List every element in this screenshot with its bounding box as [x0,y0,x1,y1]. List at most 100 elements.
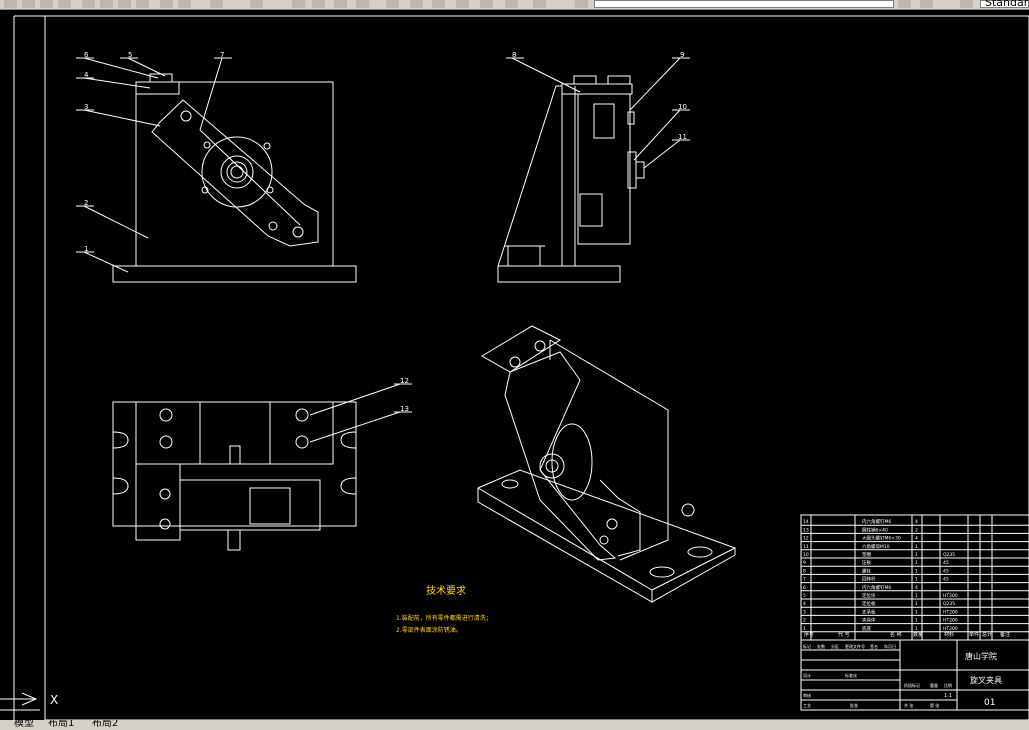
tb-label-count: 处数 [817,643,825,649]
bom-cell: 底座 [862,625,871,632]
toolbar-icon-20[interactable] [456,0,469,8]
tab-model[interactable]: 模型 [14,720,34,729]
bom-cell: 1 [915,626,918,632]
tb-label-weight: 重量 [930,682,938,688]
bom-cell: 4 [915,519,918,525]
toolbar-icon-9[interactable] [160,0,173,8]
bom-cell: 1 [915,544,918,550]
toolbar-icon-26[interactable] [960,0,973,8]
bom-cell: HT200 [943,626,958,632]
bom-header-name: 名 称 [890,631,902,638]
toolbar-icon-24[interactable] [898,0,911,8]
title-block-frame [800,514,1029,711]
toolbar-icon-10[interactable] [178,0,191,8]
toolbar: Standar [0,0,1029,10]
bom-cell: 压板 [862,559,871,566]
callout-13: 13 [400,405,409,413]
layer-icon[interactable] [575,0,588,8]
bom-cell: 垫圈 [862,551,871,558]
tb-label-sign: 签名 [870,643,878,649]
toolbar-icon-15[interactable] [334,0,347,8]
toolbar-icon-8[interactable] [136,0,149,8]
toolbar-icon-3[interactable] [40,0,53,8]
tb-label-scale: 比例 [944,682,952,688]
bom-cell: 45 [943,560,949,566]
bom-cell: 大圆头螺钉M6×30 [862,535,901,542]
toolbar-icon-13[interactable] [292,0,305,8]
toolbar-icon-19[interactable] [432,0,445,8]
bom-cell: 定位块 [862,592,876,599]
bom-cell: 2 [803,618,806,624]
tb-label-design: 设计 [803,672,811,678]
bom-cell: 4 [915,585,918,591]
bom-cell: HT200 [943,609,958,615]
toolbar-icon-16[interactable] [356,0,369,8]
toolbar-icon-2[interactable] [22,0,35,8]
toolbar-icon-4[interactable] [58,0,71,8]
tech-requirement-1: 1.装配前，所有零件都需进行清洗； [396,614,492,622]
drawing-name: 旋叉夹具 [970,675,1002,685]
bom-cell: 螺栓 [862,567,871,574]
toolbar-icon-21[interactable] [480,0,493,8]
layout-tabs: 模型 布局1 布局2 [0,720,1029,730]
front-view [112,73,357,283]
tab-layout1[interactable]: 布局1 [48,720,75,729]
bom-header-material: 材料 [944,631,954,638]
tab-layout2[interactable]: 布局2 [92,720,119,729]
bom-cell: 3 [803,609,806,615]
tech-requirements-title: 技术要求 [426,584,466,597]
toolbar-icon-22[interactable] [505,0,518,8]
bom-cell: 4 [915,536,918,542]
bom-cell: 6 [803,585,806,591]
toolbar-icon-18[interactable] [410,0,423,8]
toolbar-icon-6[interactable] [100,0,113,8]
text-style-value: Standar [985,0,1029,9]
toolbar-icon-7[interactable] [118,0,131,8]
bom-cell: 1 [803,626,806,632]
tech-requirement-2: 2.零部件表面涂防锈油。 [396,626,462,634]
bom-cell: 1 [915,593,918,599]
drawing-number: 01 [984,698,995,708]
bom-cell: 12 [803,536,809,542]
bom-cell: 定位板 [862,600,876,607]
toolbar-icon-1[interactable] [4,0,17,8]
toolbar-icon-12[interactable] [250,0,263,8]
toolbar-icon-25[interactable] [920,0,933,8]
toolbar-icon-14[interactable] [312,0,325,8]
isometric-view [477,325,736,603]
bom-header-unit: 单件 [969,631,979,638]
bom-cell: 13 [803,527,809,533]
tb-label-total-sheets: 共 张 [904,702,913,708]
bom-cell: 2 [915,527,918,533]
callout-2: 2 [84,199,88,207]
drawing-canvas[interactable]: 6 4 3 2 1 5 7 8 9 10 11 12 13 技术要求 1.装配前… [0,9,1029,720]
callout-5: 5 [128,51,132,59]
callout-3: 3 [84,103,88,111]
layer-dropdown[interactable] [594,0,894,8]
toolbar-icon-17[interactable] [386,0,399,8]
bom-header-no: 序号 [804,631,814,638]
bom-cell: 11 [803,544,809,550]
bom-cell: HT200 [943,593,958,599]
tb-label-mark: 标记 [803,643,811,649]
bom-header-qty: 数量 [913,631,923,638]
bom-cell: 内六角螺钉M6 [862,584,891,591]
toolbar-icon-11[interactable] [210,0,223,8]
leader-lines [76,57,690,443]
bom-cell: 内六角螺钉M6 [862,518,891,525]
bom-cell: 9 [803,560,806,566]
bom-cell: 支承板 [862,608,876,615]
callout-10: 10 [678,103,687,111]
drawing-border [44,15,1029,720]
bom-cell: 10 [803,552,809,558]
callout-6: 6 [84,51,89,59]
bom-cell: 8 [803,568,806,574]
toolbar-icon-23[interactable] [533,0,546,8]
tb-label-sheet-no: 第 张 [930,702,939,708]
top-view [112,401,357,551]
bom-cell: 1 [915,568,918,574]
bom-cell: 14 [803,519,809,525]
bom-cell: 1 [915,560,918,566]
ucs-icon [0,692,40,711]
toolbar-icon-5[interactable] [82,0,95,8]
